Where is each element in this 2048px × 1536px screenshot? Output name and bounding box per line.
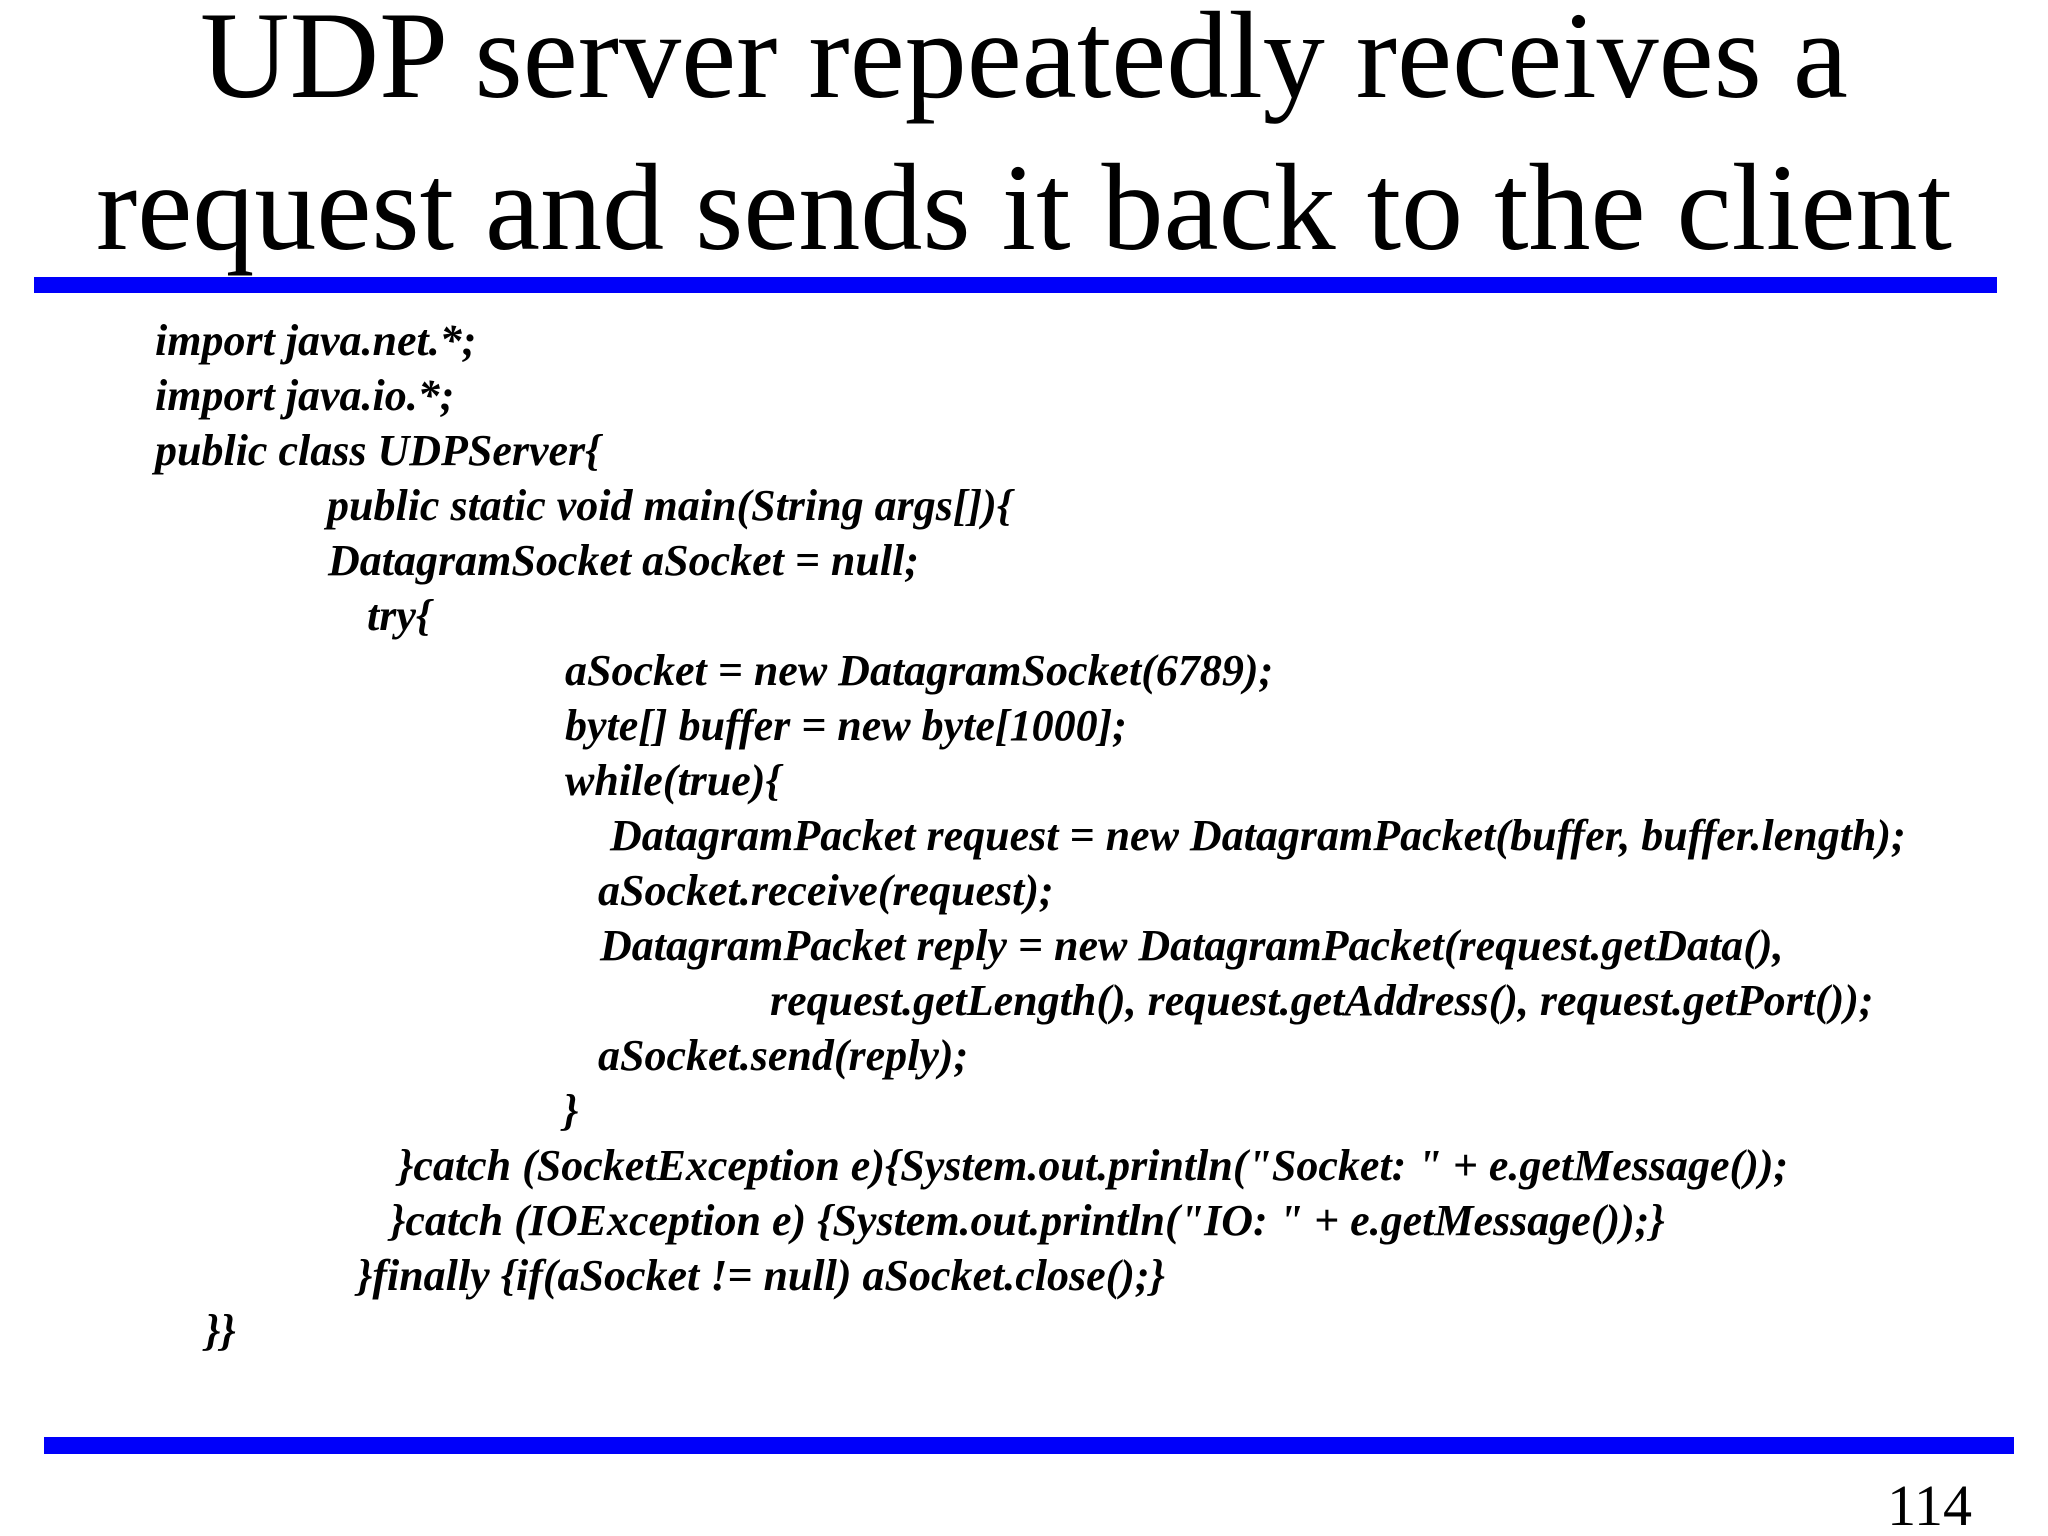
slide-title-line-1: UDP server repeatedly receives a: [200, 0, 1848, 124]
code-line: aSocket.receive(request);: [598, 866, 1054, 915]
code-line: DatagramSocket aSocket = null;: [328, 536, 919, 585]
code-line: DatagramPacket reply = new DatagramPacke…: [600, 921, 1784, 970]
page-number: 114: [1887, 1473, 1972, 1536]
code-line: aSocket = new DatagramSocket(6789);: [565, 646, 1274, 695]
code-block: import java.net.*; import java.io.*; pub…: [0, 313, 2048, 1358]
code-line: public class UDPServer{: [155, 426, 601, 475]
title-divider-rule: [34, 277, 1997, 293]
code-line: try{: [367, 591, 432, 640]
slide-title: UDP server repeatedly receives a request…: [0, 0, 2048, 284]
slide-title-line-2: request and sends it back to the client: [95, 139, 1952, 276]
code-line: request.getLength(), request.getAddress(…: [770, 976, 1874, 1025]
code-line: public static void main(String args[]){: [327, 481, 1013, 530]
code-line: while(true){: [565, 756, 781, 805]
code-line: aSocket.send(reply);: [598, 1031, 969, 1080]
code-line: import java.io.*;: [155, 371, 455, 420]
code-line: byte[] buffer = new byte[1000];: [565, 701, 1127, 750]
footer-divider-rule: [44, 1437, 2014, 1454]
code-line: import java.net.*;: [155, 316, 477, 365]
code-line: }}: [205, 1306, 236, 1355]
code-line: DatagramPacket request = new DatagramPac…: [610, 811, 1906, 860]
code-line: }finally {if(aSocket != null) aSocket.cl…: [357, 1251, 1165, 1300]
code-line: }catch (SocketException e){System.out.pr…: [398, 1141, 1789, 1190]
code-line: }: [563, 1086, 579, 1135]
code-line: }catch (IOException e) {System.out.print…: [390, 1196, 1665, 1245]
